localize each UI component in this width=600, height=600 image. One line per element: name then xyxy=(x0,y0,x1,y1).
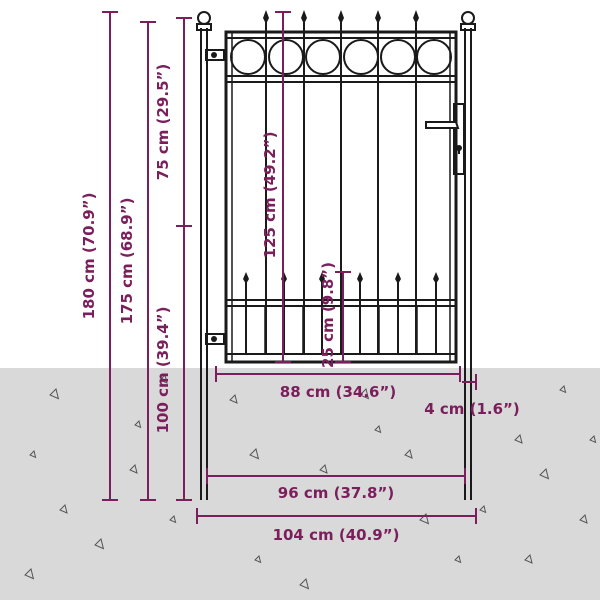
dim-total-height: 180 cm (70.9”) xyxy=(80,11,118,501)
pebble xyxy=(49,388,60,400)
dim-inner-width: 96 cm (37.8”) xyxy=(206,468,466,502)
spear-tip xyxy=(301,10,307,24)
short-spear-tip xyxy=(395,272,401,284)
leaf-width-label: 88 cm (34.6”) xyxy=(280,383,396,401)
spear-tip xyxy=(375,10,381,24)
keyhole-icon xyxy=(456,145,462,154)
lower-section-label: 100 cm (39.4”) xyxy=(154,307,172,434)
short-spear-tip xyxy=(433,272,439,284)
pebble xyxy=(319,464,328,474)
pebble xyxy=(359,388,370,400)
pebble xyxy=(129,464,138,474)
ground-pebbles xyxy=(24,374,597,590)
short-spear-tip xyxy=(319,272,325,284)
spear-tip xyxy=(413,10,419,24)
dim-total-width: 104 cm (40.9”) xyxy=(196,508,477,544)
pebble xyxy=(524,554,533,564)
pebble xyxy=(159,374,168,384)
pebble xyxy=(24,568,35,580)
pebble xyxy=(559,385,567,394)
pebble xyxy=(29,450,37,459)
gate-height-label: 175 cm (68.9”) xyxy=(118,198,136,325)
leaf-height-label: 125 cm (49.2”) xyxy=(261,132,279,259)
pebble xyxy=(514,434,523,444)
short-spear-tip xyxy=(357,272,363,284)
pebble xyxy=(134,420,142,429)
pebble xyxy=(229,394,238,404)
pebble xyxy=(94,538,105,550)
ring xyxy=(416,39,452,75)
pebble xyxy=(579,514,588,524)
tall-bars xyxy=(263,10,419,354)
dim-lower-section: 100 cm (39.4”) xyxy=(154,226,192,501)
pebble xyxy=(299,578,310,590)
dim-post-width: 4 cm (1.6”) xyxy=(424,374,520,418)
total-height-label: 180 cm (70.9”) xyxy=(80,193,98,320)
pebble xyxy=(169,515,177,524)
pebble xyxy=(404,449,413,459)
post-width-label: 4 cm (1.6”) xyxy=(424,400,520,418)
dim-spike-height: 25 cm (9.8”) xyxy=(319,262,351,368)
hinge-bottom xyxy=(205,333,225,345)
ring xyxy=(305,39,341,75)
upper-section-label: 75 cm (29.5”) xyxy=(154,64,172,180)
pebble xyxy=(374,425,382,434)
pebble xyxy=(254,555,262,564)
lock-box xyxy=(425,103,465,175)
spike-height-label: 25 cm (9.8”) xyxy=(319,262,337,368)
pebble xyxy=(589,435,597,444)
hinge-top xyxy=(205,49,225,61)
pebble xyxy=(249,448,260,460)
pebble xyxy=(539,468,550,480)
dim-gate-height: 175 cm (68.9”) xyxy=(118,21,156,501)
ring xyxy=(230,39,266,75)
dim-leaf-width: 88 cm (34.6”) xyxy=(215,366,461,401)
ground-area xyxy=(0,368,600,600)
dim-leaf-height: 125 cm (49.2”) xyxy=(261,11,291,363)
pebble xyxy=(59,504,68,514)
ring xyxy=(380,39,416,75)
ring xyxy=(343,39,379,75)
total-width-label: 104 cm (40.9”) xyxy=(273,526,400,544)
door-handle-icon xyxy=(425,121,460,129)
pebble xyxy=(479,505,487,514)
spear-tip xyxy=(338,10,344,24)
dim-upper-section: 75 cm (29.5”) xyxy=(154,17,192,227)
ring xyxy=(268,39,304,75)
short-spear-tip xyxy=(243,272,249,284)
pebble xyxy=(454,555,462,564)
left-post xyxy=(196,11,212,500)
spear-tip xyxy=(263,10,269,24)
inner-width-label: 96 cm (37.8”) xyxy=(278,484,394,502)
